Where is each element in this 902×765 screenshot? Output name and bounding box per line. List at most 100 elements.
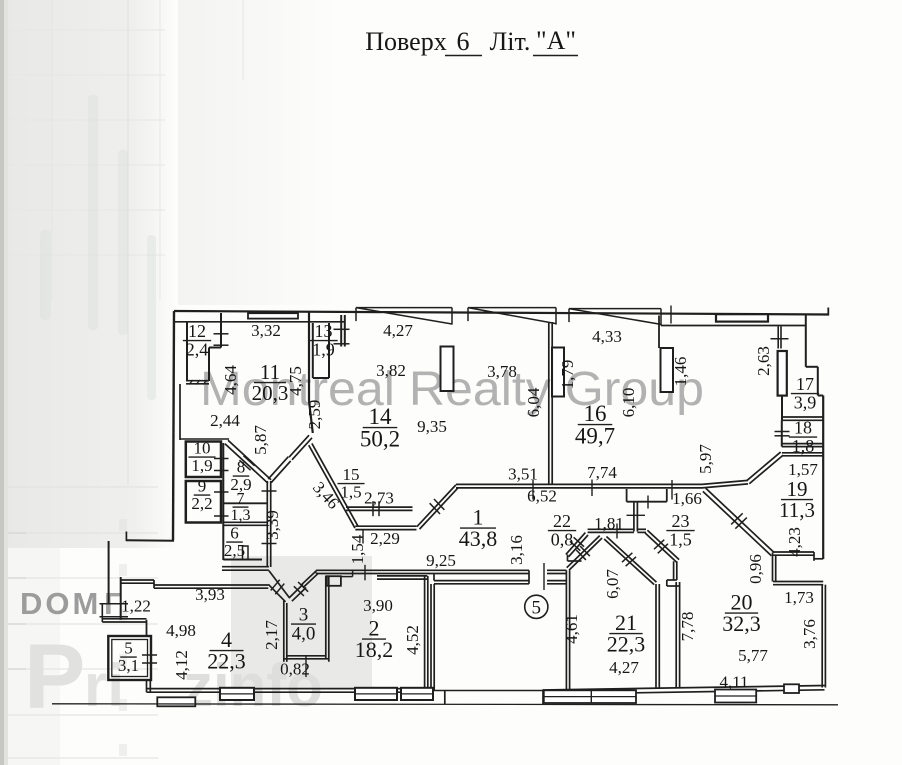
svg-text:8: 8 bbox=[237, 458, 246, 477]
svg-text:6,10: 6,10 bbox=[619, 388, 638, 418]
svg-text:3,32: 3,32 bbox=[251, 321, 281, 340]
svg-text:7: 7 bbox=[237, 491, 245, 508]
svg-text:10: 10 bbox=[194, 439, 211, 458]
svg-text:5: 5 bbox=[124, 639, 133, 658]
svg-text:6,04: 6,04 bbox=[524, 387, 543, 417]
svg-text:1,5: 1,5 bbox=[669, 529, 692, 549]
svg-text:1,9: 1,9 bbox=[312, 339, 335, 359]
svg-text:0,8: 0,8 bbox=[551, 529, 574, 549]
svg-text:P: P bbox=[24, 626, 85, 728]
svg-text:2,59: 2,59 bbox=[305, 400, 324, 430]
svg-text:4,61: 4,61 bbox=[562, 614, 581, 644]
svg-text:9,35: 9,35 bbox=[417, 417, 447, 436]
svg-text:1,73: 1,73 bbox=[784, 588, 814, 607]
svg-text:4,27: 4,27 bbox=[609, 658, 639, 677]
svg-text:50,2: 50,2 bbox=[360, 426, 400, 451]
svg-text:3: 3 bbox=[299, 605, 309, 626]
svg-text:4,52: 4,52 bbox=[403, 625, 422, 655]
svg-text:19: 19 bbox=[787, 477, 808, 501]
svg-text:15: 15 bbox=[343, 465, 360, 484]
svg-text:6,07: 6,07 bbox=[603, 569, 622, 599]
svg-text:1,66: 1,66 bbox=[672, 489, 702, 508]
svg-text:18,2: 18,2 bbox=[355, 637, 394, 662]
svg-text:1,81: 1,81 bbox=[594, 514, 624, 533]
svg-text:2,73: 2,73 bbox=[364, 489, 394, 508]
svg-text:1,54: 1,54 bbox=[348, 534, 367, 564]
svg-text:5,77: 5,77 bbox=[738, 646, 768, 665]
svg-text:22,3: 22,3 bbox=[207, 649, 246, 674]
svg-text:1,3: 1,3 bbox=[231, 507, 251, 524]
svg-text:22: 22 bbox=[553, 511, 571, 531]
svg-text:4,75: 4,75 bbox=[286, 366, 305, 396]
svg-text:12: 12 bbox=[188, 321, 206, 341]
svg-text:3,51: 3,51 bbox=[508, 465, 538, 484]
svg-text:13: 13 bbox=[315, 321, 333, 341]
svg-text:1,22: 1,22 bbox=[121, 597, 151, 616]
svg-text:17: 17 bbox=[796, 374, 814, 394]
svg-text:4,11: 4,11 bbox=[719, 673, 748, 692]
svg-text:43,8: 43,8 bbox=[459, 526, 498, 551]
svg-text:4,33: 4,33 bbox=[592, 327, 622, 346]
svg-text:3,90: 3,90 bbox=[363, 596, 393, 615]
svg-text:1,79: 1,79 bbox=[558, 360, 577, 390]
svg-text:4,64: 4,64 bbox=[221, 365, 240, 395]
svg-text:22,3: 22,3 bbox=[607, 632, 646, 657]
svg-text:7,74: 7,74 bbox=[587, 463, 617, 482]
svg-text:1,57: 1,57 bbox=[788, 460, 818, 479]
svg-text:21: 21 bbox=[615, 610, 637, 635]
svg-text:4,12: 4,12 bbox=[172, 650, 191, 680]
svg-text:6,52: 6,52 bbox=[527, 487, 557, 506]
svg-text:"А": "А" bbox=[536, 26, 576, 55]
svg-text:DOM: DOM bbox=[20, 586, 101, 621]
svg-text:1: 1 bbox=[473, 505, 484, 530]
svg-text:Поверх: Поверх bbox=[365, 27, 446, 56]
svg-text:1,9: 1,9 bbox=[191, 456, 212, 475]
svg-text:4,27: 4,27 bbox=[383, 321, 413, 340]
svg-text:20: 20 bbox=[731, 590, 753, 615]
svg-text:3,1: 3,1 bbox=[118, 656, 139, 675]
svg-text:7,78: 7,78 bbox=[678, 612, 697, 642]
svg-text:2,29: 2,29 bbox=[370, 529, 400, 548]
svg-text:2,17: 2,17 bbox=[262, 620, 281, 650]
svg-text:3,93: 3,93 bbox=[195, 585, 225, 604]
svg-text:4,23: 4,23 bbox=[785, 527, 804, 557]
svg-text:16: 16 bbox=[584, 401, 607, 426]
svg-text:1,5: 1,5 bbox=[340, 483, 361, 502]
svg-text:5,97: 5,97 bbox=[696, 444, 715, 474]
svg-text:9,25: 9,25 bbox=[426, 551, 456, 570]
svg-text:6: 6 bbox=[230, 524, 239, 543]
svg-text:2,2: 2,2 bbox=[191, 494, 212, 513]
svg-text:3,39: 3,39 bbox=[263, 510, 282, 540]
svg-text:2,63: 2,63 bbox=[754, 346, 773, 376]
svg-text:1,46: 1,46 bbox=[671, 357, 690, 387]
svg-text:5: 5 bbox=[532, 598, 542, 619]
svg-text:0,82: 0,82 bbox=[280, 660, 310, 679]
svg-text:49,7: 49,7 bbox=[575, 423, 615, 448]
svg-text:11: 11 bbox=[260, 360, 280, 384]
svg-text:3,16: 3,16 bbox=[507, 535, 526, 565]
svg-text:2,4: 2,4 bbox=[186, 339, 209, 359]
svg-text:1,8: 1,8 bbox=[792, 436, 815, 456]
svg-text:32,3: 32,3 bbox=[722, 611, 761, 636]
svg-text:3,76: 3,76 bbox=[800, 619, 819, 649]
svg-text:zinfo: zinfo bbox=[183, 652, 323, 719]
svg-text:18: 18 bbox=[794, 418, 812, 438]
svg-text:2,9: 2,9 bbox=[230, 475, 251, 494]
svg-text:3,78: 3,78 bbox=[487, 362, 517, 381]
svg-text:14: 14 bbox=[369, 404, 393, 429]
svg-text:11,3: 11,3 bbox=[779, 498, 815, 522]
svg-text:3,82: 3,82 bbox=[376, 361, 406, 380]
svg-text:ri: ri bbox=[84, 652, 124, 719]
svg-text:4: 4 bbox=[221, 627, 232, 652]
svg-text:2,44: 2,44 bbox=[210, 411, 240, 430]
svg-text:2: 2 bbox=[369, 616, 380, 641]
svg-text:4,98: 4,98 bbox=[166, 621, 196, 640]
svg-text:Літ.: Літ. bbox=[490, 27, 531, 56]
svg-text:9: 9 bbox=[198, 477, 207, 496]
svg-text:20,3: 20,3 bbox=[252, 381, 289, 405]
svg-text:5,87: 5,87 bbox=[251, 425, 270, 455]
svg-text:3,9: 3,9 bbox=[794, 392, 817, 412]
svg-text:2,5: 2,5 bbox=[224, 541, 245, 560]
svg-text:4,0: 4,0 bbox=[292, 624, 316, 645]
svg-text:0,96: 0,96 bbox=[746, 554, 765, 584]
